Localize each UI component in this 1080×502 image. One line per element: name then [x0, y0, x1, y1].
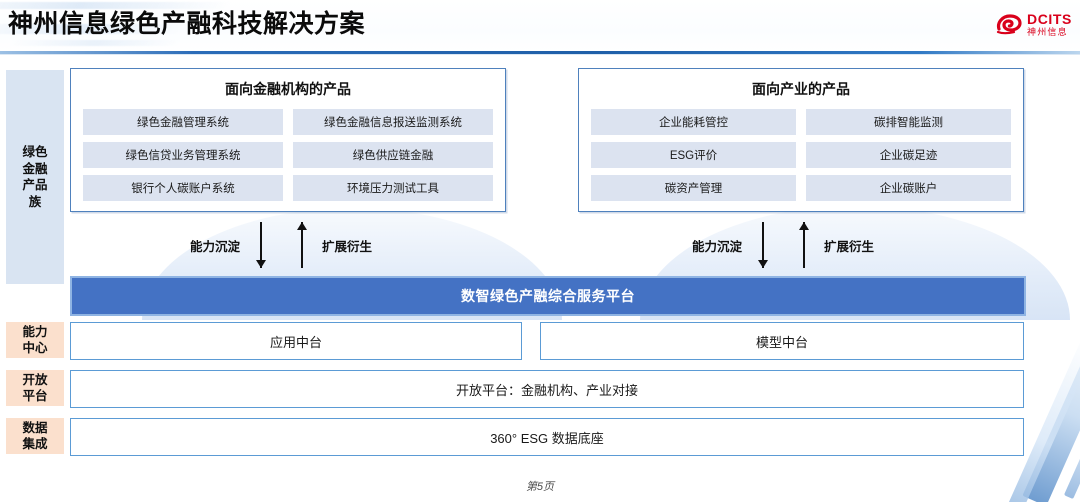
sidebar-label-data-integration: 数据集成 — [22, 420, 48, 451]
slide-body: 绿色金融产品族 能力中心 开放平台 数据集成 面向金融机构的产品 绿色金融管理系… — [0, 56, 1080, 502]
company-logo: DCITS 神州信息 — [996, 8, 1072, 40]
flow-label-precipitation: 能力沉淀 — [190, 239, 241, 254]
product-chip[interactable]: 绿色信贷业务管理系统 — [83, 142, 283, 168]
sidebar-item-open-platform: 开放平台 — [6, 370, 64, 406]
card-title: 面向产业的产品 — [752, 81, 850, 97]
arrow-down-icon — [756, 222, 769, 268]
flow-group-left: 能力沉淀 扩展衍生 — [190, 216, 372, 274]
platform-label: 数智绿色产融综合服务平台 — [461, 288, 635, 304]
arrow-up-icon — [797, 222, 810, 268]
product-chip[interactable]: 碳排智能监测 — [806, 109, 1011, 135]
product-chip[interactable]: 绿色金融管理系统 — [83, 109, 283, 135]
dcits-swirl-icon — [996, 13, 1022, 35]
arrow-down-icon — [254, 222, 267, 268]
product-card-financial-institutions: 面向金融机构的产品 绿色金融管理系统 绿色金融信息报送监测系统 绿色信贷业务管理… — [70, 68, 506, 212]
open-platform-box[interactable]: 开放平台：金融机构、产业对接 — [70, 370, 1024, 408]
product-chip[interactable]: 企业碳账户 — [806, 175, 1011, 201]
product-chip[interactable]: ESG评价 — [591, 142, 796, 168]
header-streak-decoration — [8, 40, 182, 46]
sidebar-label-capability-center: 能力中心 — [22, 324, 48, 355]
slide-header: 神州信息绿色产融科技解决方案 DCITS 神州信息 — [0, 0, 1080, 52]
capability-box-application-midplatform[interactable]: 应用中台 — [70, 322, 522, 360]
logo-sub-text: 神州信息 — [1027, 26, 1068, 37]
product-chip[interactable]: 银行个人碳账户系统 — [83, 175, 283, 201]
product-chip[interactable]: 环境压力测试工具 — [293, 175, 493, 201]
sidebar-label-green-finance-products: 绿色金融产品族 — [22, 145, 48, 209]
header-divider-light — [0, 54, 1080, 55]
data-integration-box[interactable]: 360° ESG 数据底座 — [70, 418, 1024, 456]
sidebar-item-green-finance-products: 绿色金融产品族 — [6, 70, 64, 284]
product-chip[interactable]: 企业碳足迹 — [806, 142, 1011, 168]
header-divider — [0, 51, 1080, 54]
card-title: 面向金融机构的产品 — [225, 81, 351, 97]
platform-bar[interactable]: 数智绿色产融综合服务平台 — [70, 276, 1026, 316]
product-chip-grid: 绿色金融管理系统 绿色金融信息报送监测系统 绿色信贷业务管理系统 绿色供应链金融… — [71, 99, 505, 201]
product-chip-grid: 企业能耗管控 碳排智能监测 ESG评价 企业碳足迹 碳资产管理 企业碳账户 — [579, 99, 1023, 201]
sidebar-item-data-integration: 数据集成 — [6, 418, 64, 454]
logo-main-text: DCITS — [1027, 10, 1072, 27]
flow-group-right: 能力沉淀 扩展衍生 — [692, 216, 874, 274]
page-number: 第5页 — [525, 481, 555, 493]
flow-label-extension: 扩展衍生 — [824, 239, 875, 254]
product-card-industry: 面向产业的产品 企业能耗管控 碳排智能监测 ESG评价 企业碳足迹 碳资产管理 … — [578, 68, 1024, 212]
corner-swoosh-decoration — [950, 300, 1080, 502]
flow-label-precipitation: 能力沉淀 — [692, 239, 743, 254]
flow-label-extension: 扩展衍生 — [322, 239, 373, 254]
page-title: 神州信息绿色产融科技解决方案 — [8, 10, 366, 38]
sidebar-label-open-platform: 开放平台 — [22, 372, 48, 403]
capability-box-model-midplatform[interactable]: 模型中台 — [540, 322, 1024, 360]
product-chip[interactable]: 企业能耗管控 — [591, 109, 796, 135]
arrow-up-icon — [295, 222, 308, 268]
product-chip[interactable]: 绿色金融信息报送监测系统 — [293, 109, 493, 135]
product-chip[interactable]: 碳资产管理 — [591, 175, 796, 201]
logo-text: DCITS 神州信息 — [1027, 12, 1072, 37]
sidebar-item-capability-center: 能力中心 — [6, 322, 64, 358]
product-chip[interactable]: 绿色供应链金融 — [293, 142, 493, 168]
